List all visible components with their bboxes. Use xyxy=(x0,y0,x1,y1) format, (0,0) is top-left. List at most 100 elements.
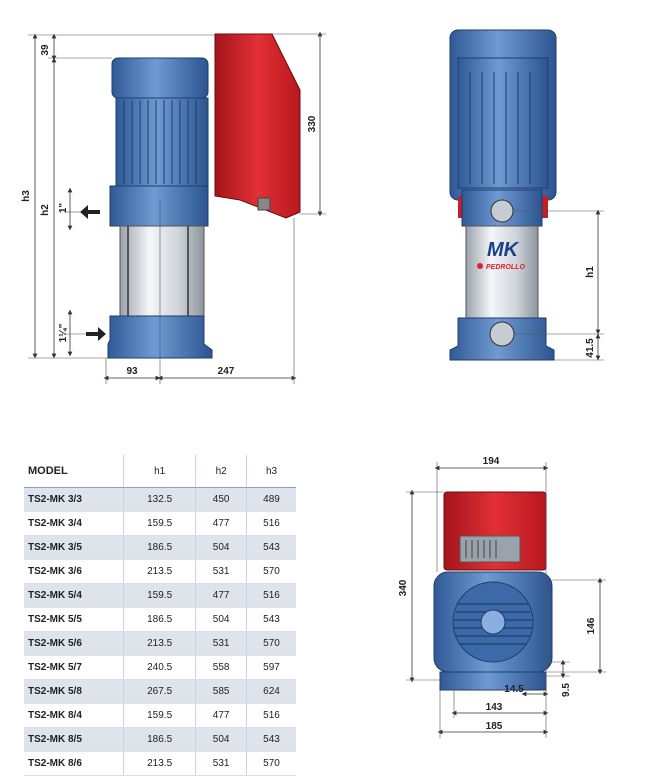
dim-14-5-label: 14.5 xyxy=(504,684,524,695)
dim-bottom-label: 41.5 xyxy=(585,338,596,358)
controller-box xyxy=(214,33,301,219)
top-view: 194 340 146 14.5 9.5 143 185 xyxy=(398,456,606,738)
table-cell-value: 543 xyxy=(246,727,296,752)
table-cell-value: 159.5 xyxy=(122,703,196,728)
dim-h1-label: h1 xyxy=(585,266,596,278)
table-cell-value: 132.5 xyxy=(122,487,196,512)
table-cell-value: 543 xyxy=(246,607,296,632)
dim-outlet-label: 1" xyxy=(58,203,69,214)
motor-cap xyxy=(111,57,209,99)
table-cell-value: 213.5 xyxy=(122,631,196,656)
pedrollo-logo-text: PEDROLLO xyxy=(486,264,525,271)
table-header-row: MODEL h1 h2 h3 xyxy=(24,455,296,488)
col-header-h3: h3 xyxy=(246,455,296,488)
col-header-model: MODEL xyxy=(24,455,124,488)
table-cell-value: 570 xyxy=(246,559,296,584)
table-cell-value: 504 xyxy=(195,607,247,632)
table-cell-value: 504 xyxy=(195,535,247,560)
dim-h2-label: h2 xyxy=(40,204,51,216)
table-cell-value: 477 xyxy=(195,703,247,728)
table-cell-value: 570 xyxy=(246,631,296,656)
dim-control-label: 330 xyxy=(307,115,318,132)
table-cell-value: 531 xyxy=(195,751,247,776)
table-cell-value: 624 xyxy=(246,679,296,704)
table-cell-model: TS2-MK 5/8 xyxy=(24,679,124,704)
table-cell-value: 516 xyxy=(246,511,296,536)
dim-top-label: 39 xyxy=(40,44,51,56)
table-cell-value: 240.5 xyxy=(122,655,196,680)
dim-width-top-label: 194 xyxy=(483,456,500,467)
top-pump-base xyxy=(439,671,547,691)
dim-right-label: 247 xyxy=(218,366,235,377)
table-cell-value: 585 xyxy=(195,679,247,704)
side-view: 39 h3 h2 1" 1¼" 330 93 247 xyxy=(21,31,326,384)
table-cell-value: 159.5 xyxy=(122,511,196,536)
mk-logo-text: MK xyxy=(487,239,520,261)
motor-body xyxy=(115,97,209,187)
table-cell-model: TS2-MK 5/7 xyxy=(24,655,124,680)
table-cell-model: TS2-MK 3/5 xyxy=(24,535,124,560)
table-cell-model: TS2-MK 5/5 xyxy=(24,607,124,632)
table-cell-value: 597 xyxy=(246,655,296,680)
table-cell-model: TS2-MK 5/4 xyxy=(24,583,124,608)
table-cell-value: 570 xyxy=(246,751,296,776)
dim-185-label: 185 xyxy=(486,721,503,732)
table-cell-model: TS2-MK 3/3 xyxy=(24,487,124,512)
table-cell-model: TS2-MK 8/4 xyxy=(24,703,124,728)
pump-sleeve xyxy=(119,225,205,317)
top-fan-hub xyxy=(480,609,506,635)
table-cell-value: 186.5 xyxy=(122,727,196,752)
table-cell-value: 504 xyxy=(195,727,247,752)
table-cell-model: TS2-MK 3/6 xyxy=(24,559,124,584)
pump-head xyxy=(109,185,209,227)
dim-inlet-label: 1¼" xyxy=(58,323,69,342)
outlet-arrow-icon xyxy=(80,205,100,219)
table-cell-value: 516 xyxy=(246,703,296,728)
table-cell-value: 186.5 xyxy=(122,607,196,632)
table-cell-model: TS2-MK 8/5 xyxy=(24,727,124,752)
motor-fins xyxy=(123,100,197,184)
table-cell-value: 450 xyxy=(195,487,247,512)
front-motor xyxy=(457,57,549,189)
table-cell-value: 477 xyxy=(195,511,247,536)
table-cell-value: 531 xyxy=(195,559,247,584)
front-sleeve xyxy=(465,225,539,319)
inlet-arrow-icon xyxy=(86,327,106,341)
table-cell-model: TS2-MK 3/4 xyxy=(24,511,124,536)
col-header-h2: h2 xyxy=(195,455,247,488)
table-cell-value: 543 xyxy=(246,535,296,560)
table-cell-value: 477 xyxy=(195,583,247,608)
controller-knob xyxy=(257,197,271,211)
dim-offset-label: 146 xyxy=(586,617,597,634)
table-cell-value: 213.5 xyxy=(122,751,196,776)
dim-h3-label: h3 xyxy=(21,190,32,202)
mk-logo: MK PEDROLLO xyxy=(477,239,525,271)
table-cell-value: 558 xyxy=(195,655,247,680)
front-view: MK PEDROLLO h1 41.5 xyxy=(449,29,604,361)
table-cell-value: 159.5 xyxy=(122,583,196,608)
col-header-h1: h1 xyxy=(122,455,196,488)
table-cell-value: 516 xyxy=(246,583,296,608)
table-cell-model: TS2-MK 8/6 xyxy=(24,751,124,776)
table-cell-value: 213.5 xyxy=(122,559,196,584)
table-cell-value: 267.5 xyxy=(122,679,196,704)
table-cell-value: 186.5 xyxy=(122,535,196,560)
front-inlet-port xyxy=(489,321,515,347)
table-cell-value: 531 xyxy=(195,631,247,656)
dim-9-5-label: 9.5 xyxy=(561,683,572,697)
table-cell-value: 489 xyxy=(246,487,296,512)
table-cell-model: TS2-MK 5/6 xyxy=(24,631,124,656)
